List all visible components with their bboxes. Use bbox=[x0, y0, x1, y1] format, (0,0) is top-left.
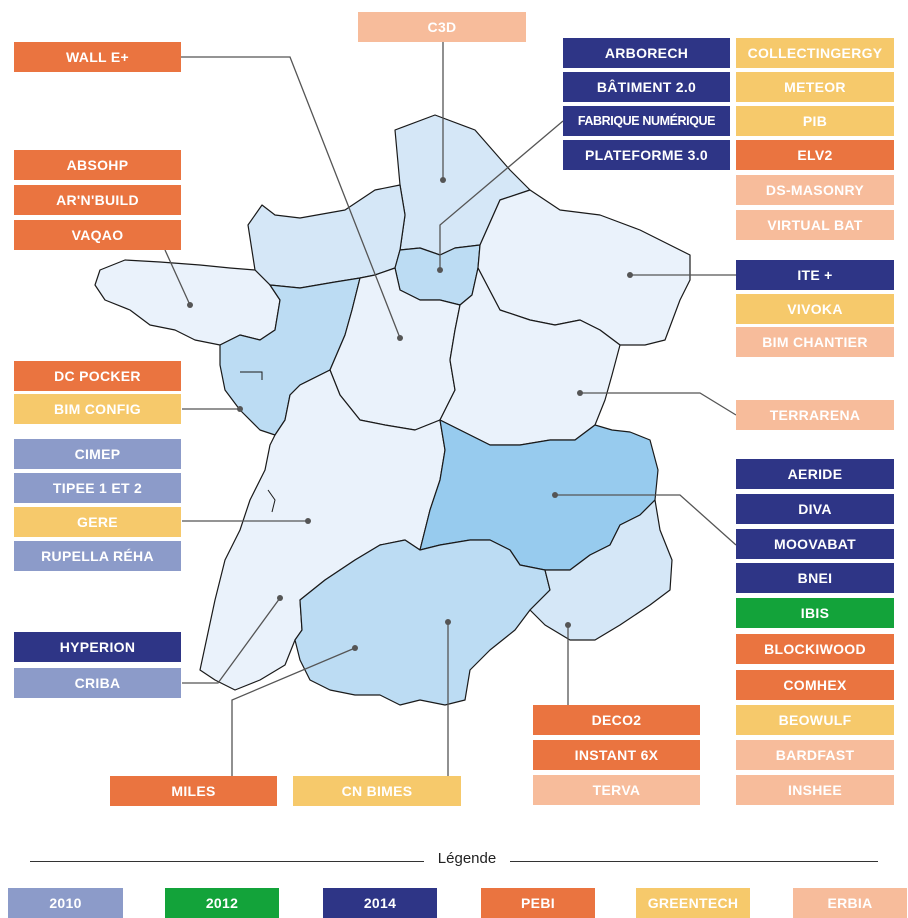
project-bim-chantier: BIM CHANTIER bbox=[736, 327, 894, 357]
project-cn-bimes: CN BIMES bbox=[293, 776, 461, 806]
leader-miles bbox=[231, 647, 356, 776]
legend-title: Légende bbox=[424, 850, 510, 867]
legend-item-pebi: PEBI bbox=[481, 888, 595, 918]
project-vivoka: VIVOKA bbox=[736, 294, 894, 324]
project-dc-pocker: DC POCKER bbox=[14, 361, 181, 391]
project-miles: MILES bbox=[110, 776, 277, 806]
legend-item-2014: 2014 bbox=[323, 888, 437, 918]
project-vaqao: VAQAO bbox=[14, 220, 181, 250]
project-terrarena: TERRARENA bbox=[736, 400, 894, 430]
leader-wall-e bbox=[181, 56, 401, 339]
project-arnbuild: AR'N'BUILD bbox=[14, 185, 181, 215]
project-elv2: ELV2 bbox=[736, 140, 894, 170]
project-meteor: METEOR bbox=[736, 72, 894, 102]
project-rupella-reha: RUPELLA RÉHA bbox=[14, 541, 181, 571]
legend-item-2010: 2010 bbox=[8, 888, 123, 918]
project-hyperion: HYPERION bbox=[14, 632, 181, 662]
project-aeride: AERIDE bbox=[736, 459, 894, 489]
project-bardfast: BARDFAST bbox=[736, 740, 894, 770]
region-paca bbox=[529, 499, 673, 641]
project-moovabat: MOOVABAT bbox=[736, 529, 894, 559]
project-batiment-2-0: BÂTIMENT 2.0 bbox=[563, 72, 730, 102]
project-ibis: IBIS bbox=[736, 598, 894, 628]
leader-terrarena bbox=[580, 392, 737, 416]
project-fabrique-numerique: FABRIQUE NUMÉRIQUE bbox=[563, 106, 730, 136]
project-ite-plus: ITE + bbox=[736, 260, 894, 290]
legend-item-2012: 2012 bbox=[165, 888, 279, 918]
project-deco2: DECO2 bbox=[533, 705, 700, 735]
project-c3d: C3D bbox=[358, 12, 526, 42]
leader-vaqao bbox=[164, 249, 191, 306]
project-gere: GERE bbox=[14, 507, 181, 537]
project-terva: TERVA bbox=[533, 775, 700, 805]
project-inshee: INSHEE bbox=[736, 775, 894, 805]
leader-fabrique bbox=[439, 120, 564, 270]
project-beowulf: BEOWULF bbox=[736, 705, 894, 735]
project-arborech: ARBORECH bbox=[563, 38, 730, 68]
project-bim-config: BIM CONFIG bbox=[14, 394, 181, 424]
project-comhex: COMHEX bbox=[736, 670, 894, 700]
project-ds-masonry: DS-MASONRY bbox=[736, 175, 894, 205]
project-tipee: TIPEE 1 ET 2 bbox=[14, 473, 181, 503]
leader-moovabat bbox=[555, 494, 737, 546]
region-bretagne bbox=[94, 259, 281, 346]
region-bourgogne-franche-comte bbox=[439, 267, 621, 446]
legend-item-erbia: ERBIA bbox=[793, 888, 907, 918]
project-wall-e: WALL E+ bbox=[14, 42, 181, 72]
legend-item-greentech: GREENTECH bbox=[636, 888, 750, 918]
leader-criba bbox=[182, 597, 281, 684]
project-criba: CRIBA bbox=[14, 668, 181, 698]
project-collectingergy: COLLECTINGERGY bbox=[736, 38, 894, 68]
project-pib: PIB bbox=[736, 106, 894, 136]
project-virtual-bat: VIRTUAL BAT bbox=[736, 210, 894, 240]
project-absohp: ABSOHP bbox=[14, 150, 181, 180]
project-blockiwood: BLOCKIWOOD bbox=[736, 634, 894, 664]
project-diva: DIVA bbox=[736, 494, 894, 524]
project-cimep: CIMEP bbox=[14, 439, 181, 469]
project-instant-6x: INSTANT 6X bbox=[533, 740, 700, 770]
project-bnei: BNEI bbox=[736, 563, 894, 593]
project-plateforme-3-0: PLATEFORME 3.0 bbox=[563, 140, 730, 170]
